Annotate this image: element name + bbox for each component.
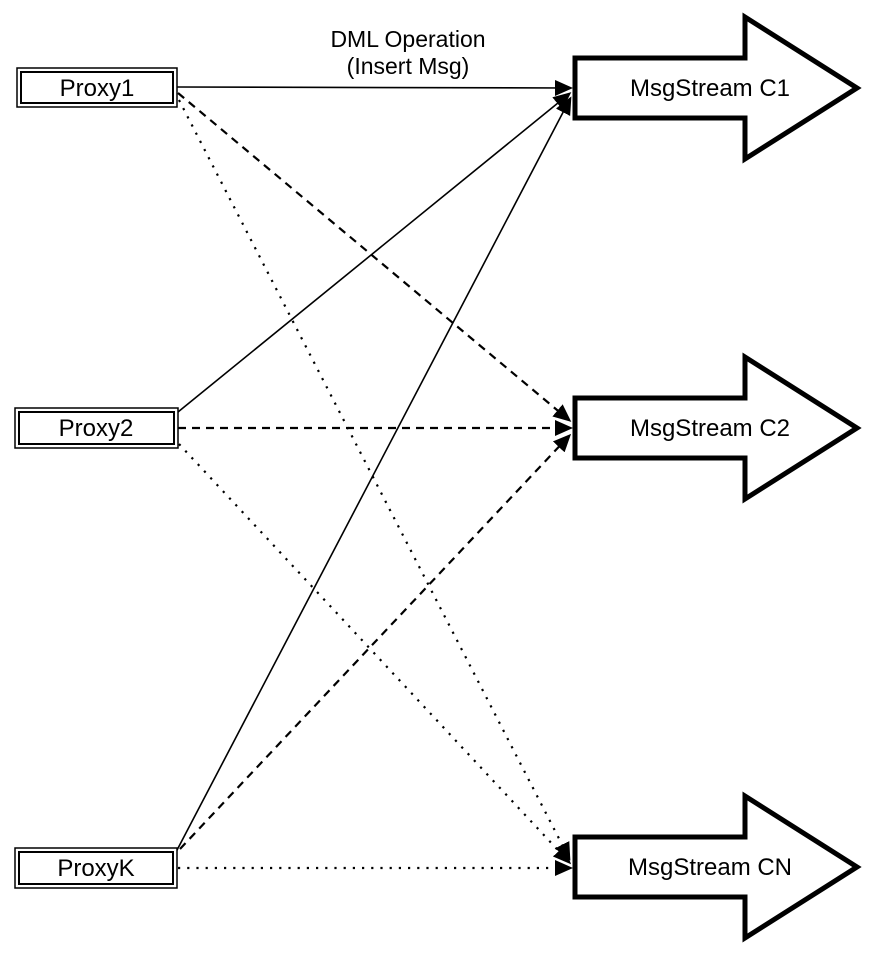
edge-proxy1-to-c2 bbox=[177, 92, 572, 422]
edge-proxyk-to-c1 bbox=[175, 96, 572, 853]
msgstream-c2-arrow-shape bbox=[572, 352, 862, 504]
diagram-title-line2: (Insert Msg) bbox=[347, 53, 470, 79]
edges-layer bbox=[175, 79, 573, 876]
edge-proxyk-to-c2 bbox=[179, 433, 572, 850]
diagram-title-line1: DML Operation bbox=[330, 26, 485, 52]
proxyk-node: ProxyK bbox=[14, 847, 178, 889]
msgstream-c1-label: MsgStream C1 bbox=[630, 75, 790, 102]
proxy2-node: Proxy2 bbox=[14, 407, 179, 449]
msgstream-cn-node: MsgStream CN bbox=[572, 791, 862, 943]
msgstream-c2-node: MsgStream C2 bbox=[572, 352, 862, 504]
edge-proxy2-to-c1 bbox=[177, 92, 572, 413]
edge-proxy1-to-c1 bbox=[176, 79, 573, 96]
msgstream-c1-node: MsgStream C1 bbox=[572, 12, 862, 164]
proxyk-label: ProxyK bbox=[57, 855, 134, 882]
proxy2-label: Proxy2 bbox=[59, 415, 134, 442]
proxy1-label: Proxy1 bbox=[60, 75, 135, 102]
diagram-title: DML Operation (Insert Msg) bbox=[330, 26, 485, 79]
msgstream-c2-label: MsgStream C2 bbox=[630, 415, 790, 442]
proxy2-inner-border bbox=[18, 411, 175, 445]
proxy1-inner-border bbox=[20, 71, 174, 104]
msgstream-cn-arrow-shape bbox=[572, 791, 862, 943]
proxyk-inner-border bbox=[18, 851, 174, 885]
msgstream-c1-arrow-shape bbox=[572, 12, 862, 164]
edge-proxy1-to-cn bbox=[178, 99, 571, 861]
proxy1-node: Proxy1 bbox=[16, 67, 178, 108]
msgstream-cn-label: MsgStream CN bbox=[628, 854, 792, 881]
edge-proxy2-to-cn bbox=[178, 443, 572, 865]
